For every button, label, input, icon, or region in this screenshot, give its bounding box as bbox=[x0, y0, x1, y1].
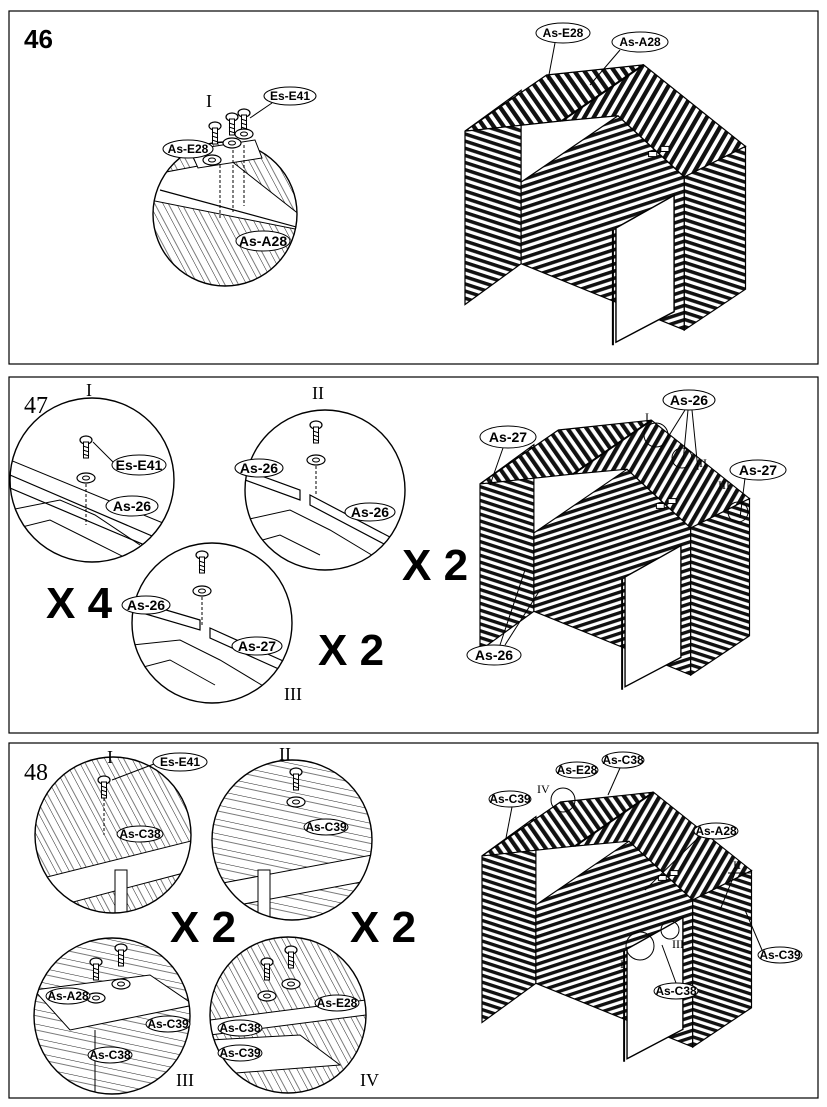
label-as-26-i: As-26 bbox=[105, 495, 159, 517]
label-as-c38-iv: As-C38 bbox=[217, 1019, 263, 1037]
svg-text:As-E28: As-E28 bbox=[168, 142, 209, 156]
label-as-a28-iii: As-A28 bbox=[45, 987, 91, 1005]
detail-circle-ii bbox=[244, 409, 406, 571]
multiplier-x2-iii: X 2 bbox=[318, 626, 384, 675]
detail-circle-i bbox=[9, 397, 175, 563]
svg-text:As-C39: As-C39 bbox=[305, 820, 347, 834]
roman-label-i: I bbox=[107, 747, 113, 767]
label-as-27-iii: As-27 bbox=[231, 636, 283, 656]
svg-text:Es-E41: Es-E41 bbox=[160, 755, 200, 769]
step-47-panel: 47 I Es-E41 As-26 bbox=[8, 376, 819, 734]
label-shed-as-e28: As-E28 bbox=[555, 761, 599, 779]
label-as-c39-ii: As-C39 bbox=[303, 818, 349, 836]
step-46-panel: 46 I Es-E41 bbox=[8, 10, 819, 365]
shed-roman-i: I bbox=[645, 410, 649, 424]
label-shed-as-c38-top: As-C38 bbox=[601, 751, 645, 796]
label-es-e41: Es-E41 bbox=[111, 752, 208, 781]
svg-text:As-A28: As-A28 bbox=[47, 989, 89, 1003]
svg-text:As-A28: As-A28 bbox=[239, 233, 287, 249]
roman-label-ii: II bbox=[312, 383, 324, 403]
detail-circle-i bbox=[152, 108, 298, 287]
label-es-e41: Es-E41 bbox=[249, 86, 317, 119]
svg-text:As-E28: As-E28 bbox=[557, 763, 598, 777]
svg-text:As-26: As-26 bbox=[127, 597, 165, 613]
shed-roman-iii: III bbox=[672, 937, 684, 951]
label-as-26-ii-b: As-26 bbox=[344, 502, 396, 522]
label-es-e41: Es-E41 bbox=[92, 441, 167, 476]
label-shed-as-26-bottom: As-26 bbox=[466, 569, 541, 666]
label-as-c39-iii: As-C39 bbox=[145, 1015, 191, 1033]
detail-circle-ii bbox=[211, 759, 373, 921]
svg-text:As-26: As-26 bbox=[351, 504, 389, 520]
step-number: 48 bbox=[24, 760, 48, 786]
label-as-e28-iv: As-E28 bbox=[314, 994, 360, 1012]
svg-text:As-26: As-26 bbox=[475, 647, 513, 663]
shed-roman-iii: III bbox=[718, 478, 730, 492]
shed-roman-iv: IV bbox=[537, 782, 550, 796]
svg-text:As-C38: As-C38 bbox=[89, 1048, 131, 1062]
roman-label-i: I bbox=[206, 91, 212, 111]
detail-circle-iii bbox=[131, 542, 293, 704]
label-shed-as-26-top: As-26 bbox=[659, 389, 716, 471]
svg-text:As-26: As-26 bbox=[113, 498, 151, 514]
label-as-c39-iv: As-C39 bbox=[217, 1044, 263, 1062]
svg-text:As-C39: As-C39 bbox=[489, 792, 531, 806]
label-as-e28-shed: As-E28 bbox=[535, 22, 591, 81]
svg-text:As-C38: As-C38 bbox=[655, 984, 697, 998]
svg-text:As-27: As-27 bbox=[739, 462, 777, 478]
label-as-c38-iii: As-C38 bbox=[87, 1046, 133, 1064]
label-shed-as-27-left: As-27 bbox=[479, 425, 537, 486]
svg-text:Es-E41: Es-E41 bbox=[116, 457, 163, 473]
roman-label-iii: III bbox=[176, 1070, 194, 1090]
svg-text:As-C38: As-C38 bbox=[602, 753, 644, 767]
shed-roman-i: I bbox=[620, 957, 624, 971]
label-shed-as-c38-bottom: As-C38 bbox=[653, 944, 699, 1000]
svg-text:As-C38: As-C38 bbox=[219, 1021, 261, 1035]
multiplier-x2-ii: X 2 bbox=[402, 541, 468, 590]
svg-text:As-C39: As-C39 bbox=[219, 1046, 261, 1060]
multiplier-x4: X 4 bbox=[46, 579, 113, 628]
svg-text:As-27: As-27 bbox=[238, 638, 276, 654]
svg-text:As-27: As-27 bbox=[489, 429, 527, 445]
svg-text:As-E28: As-E28 bbox=[543, 26, 584, 40]
detail-circle-i bbox=[34, 756, 192, 914]
svg-text:As-C38: As-C38 bbox=[119, 827, 161, 841]
svg-text:As-C39: As-C39 bbox=[147, 1017, 189, 1031]
label-shed-as-c39-left: As-C39 bbox=[488, 790, 532, 839]
roman-label-ii: II bbox=[279, 744, 291, 764]
label-as-e28-detail: As-E28 bbox=[162, 139, 214, 159]
shed-roman-ii: II bbox=[733, 858, 741, 872]
label-shed-as-a28: As-A28 bbox=[644, 822, 739, 891]
step-number: 46 bbox=[24, 24, 53, 54]
multiplier-x2-a: X 2 bbox=[170, 903, 236, 952]
label-shed-as-27-right: As-27 bbox=[729, 459, 787, 519]
svg-text:As-A28: As-A28 bbox=[619, 35, 661, 49]
label-as-c38-i: As-C38 bbox=[116, 825, 164, 843]
svg-text:As-E28: As-E28 bbox=[317, 996, 358, 1010]
label-as-a28-detail: As-A28 bbox=[235, 230, 291, 252]
svg-text:As-A28: As-A28 bbox=[695, 824, 737, 838]
svg-text:Es-E41: Es-E41 bbox=[270, 89, 310, 103]
multiplier-x2-b: X 2 bbox=[350, 903, 416, 952]
svg-text:As-26: As-26 bbox=[240, 460, 278, 476]
step-48-panel: 48 I Es-E41 As-C38 bbox=[8, 742, 819, 1099]
svg-text:As-C39: As-C39 bbox=[759, 948, 801, 962]
roman-label-i: I bbox=[86, 380, 92, 400]
label-as-a28-shed: As-A28 bbox=[589, 31, 669, 86]
label-shed-as-c39-right: As-C39 bbox=[744, 909, 803, 964]
shed-roman-ii: II bbox=[699, 456, 707, 470]
svg-text:As-26: As-26 bbox=[670, 392, 708, 408]
label-as-26-iii: As-26 bbox=[121, 595, 171, 615]
roman-label-iii: III bbox=[284, 684, 302, 704]
label-as-26-ii-a: As-26 bbox=[234, 458, 284, 478]
roman-label-iv: IV bbox=[360, 1070, 379, 1090]
